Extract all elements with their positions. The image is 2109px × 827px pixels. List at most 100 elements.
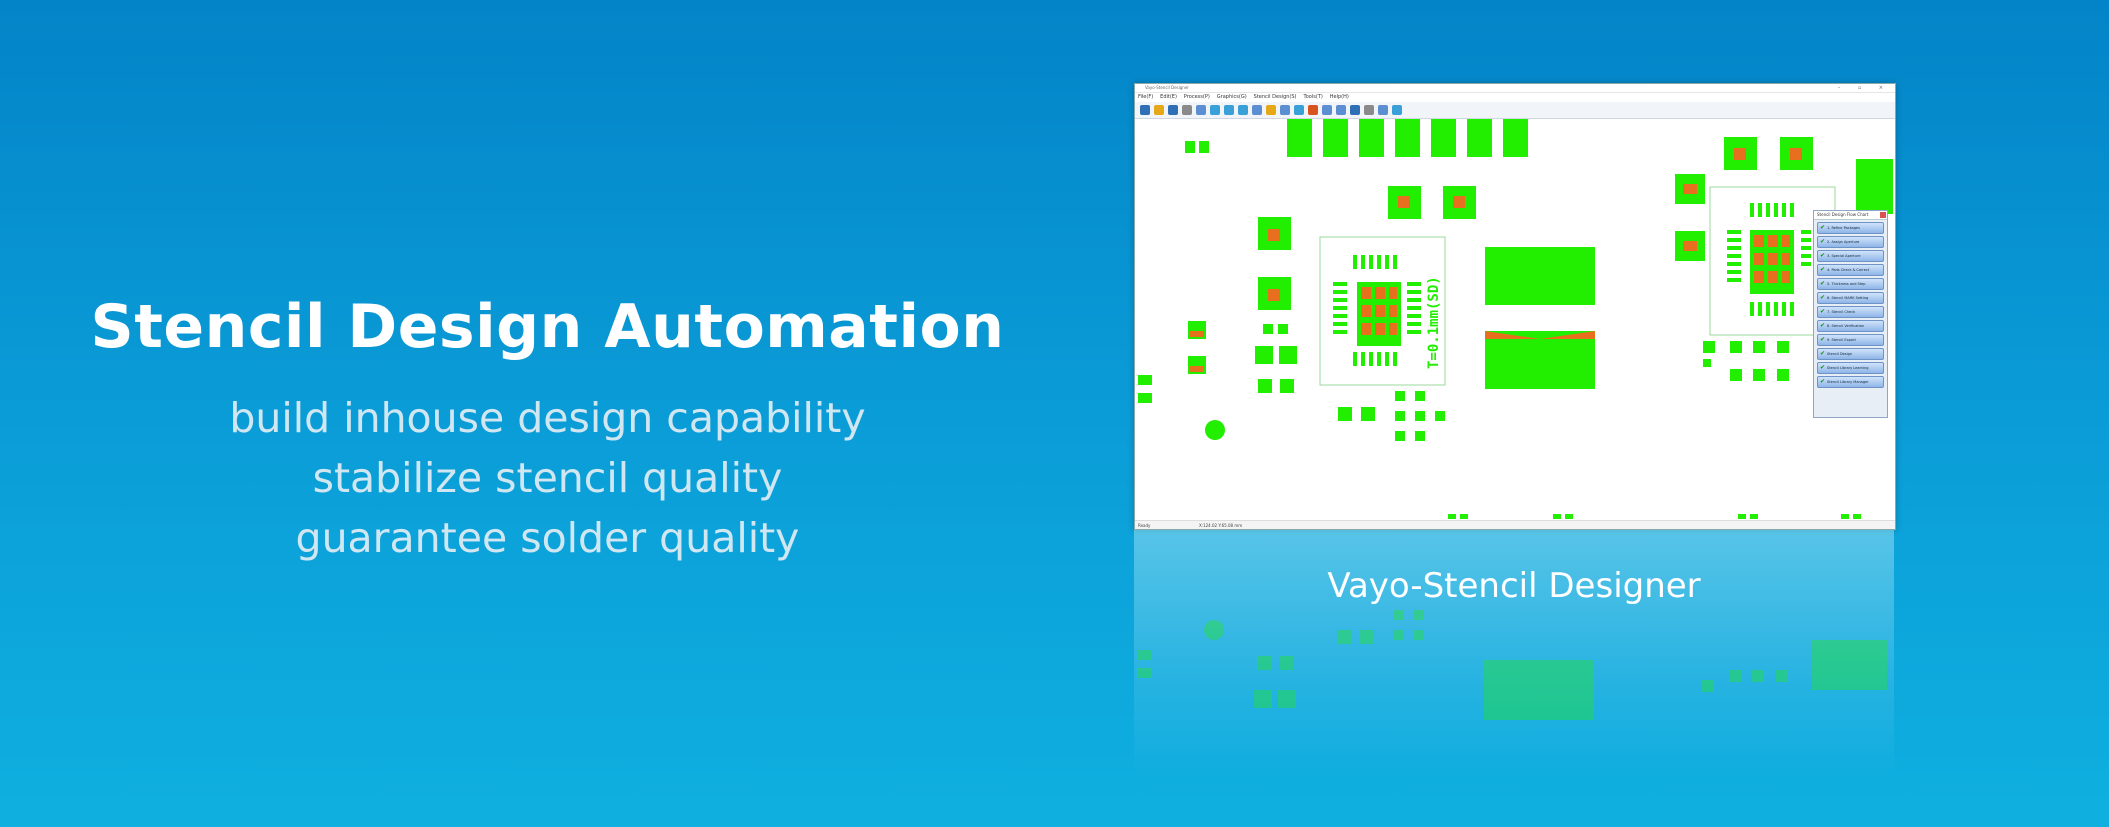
menu-stencil-design[interactable]: Stencil Design(S) <box>1253 94 1297 100</box>
pad <box>1753 369 1765 381</box>
pad <box>1263 324 1273 334</box>
ic-pad <box>1801 246 1811 250</box>
open-icon[interactable] <box>1154 105 1164 115</box>
ic-pad <box>1727 238 1741 242</box>
select-icon[interactable] <box>1294 105 1304 115</box>
check-icon: ✔ <box>1820 378 1826 385</box>
copper <box>1782 253 1790 265</box>
copper <box>1389 323 1397 335</box>
pad <box>1853 514 1861 519</box>
close-icon[interactable] <box>1880 212 1886 218</box>
rectangle-icon[interactable] <box>1350 105 1360 115</box>
pad <box>1750 514 1758 519</box>
pan-icon[interactable] <box>1252 105 1262 115</box>
menu-edit[interactable]: Edit(E) <box>1160 94 1177 100</box>
flow-step-refine-packages[interactable]: ✔1. Refine Packages <box>1817 222 1884 234</box>
flow-step-thickness[interactable]: ✔5. Thickness and Step <box>1817 278 1884 290</box>
toolbar <box>1135 102 1895 119</box>
undo-icon[interactable] <box>1364 105 1374 115</box>
pad <box>1460 514 1468 519</box>
menu-tools[interactable]: Tools(T) <box>1303 94 1323 100</box>
flow-step-export[interactable]: ✔9. Stencil Export <box>1817 334 1884 346</box>
copper <box>1768 235 1778 247</box>
product-caption: Vayo-Stencil Designer <box>1327 566 1701 606</box>
layer-icon[interactable] <box>1196 105 1206 115</box>
pad <box>1485 331 1595 339</box>
pad <box>1777 369 1789 381</box>
flow-step-stencil-design[interactable]: ✔Stencil Design <box>1817 348 1884 360</box>
pad <box>1280 379 1294 393</box>
ic-pad <box>1727 278 1741 282</box>
ic-pad <box>1727 230 1741 234</box>
copper <box>1190 331 1204 337</box>
flow-step-pads-check[interactable]: ✔4. Pads Check & Correct <box>1817 264 1884 276</box>
crosshair-icon[interactable] <box>1392 105 1402 115</box>
pad <box>1415 411 1425 421</box>
pcb-canvas[interactable]: T=0.1mm(SD) <box>1135 119 1895 519</box>
ic-pad <box>1333 282 1347 286</box>
check-icon: ✔ <box>1820 308 1826 315</box>
pad <box>1395 431 1405 441</box>
flow-step-mark-setting[interactable]: ✔6. Stencil MARK Setting <box>1817 292 1884 304</box>
ic-pad <box>1790 302 1794 316</box>
window-controls[interactable]: – ▫ × <box>1837 85 1891 91</box>
ic-pad <box>1407 282 1421 286</box>
check-icon: ✔ <box>1820 336 1826 343</box>
pad <box>1703 341 1715 353</box>
export-icon[interactable] <box>1378 105 1388 115</box>
copper <box>1782 235 1790 247</box>
zoom-out-icon[interactable] <box>1224 105 1234 115</box>
ic-pad <box>1790 203 1794 217</box>
flow-step-assign-aperture[interactable]: ✔2. Assign Aperture <box>1817 236 1884 248</box>
pencil-icon[interactable] <box>1308 105 1318 115</box>
flow-step-special-aperture[interactable]: ✔3. Special Aperture <box>1817 250 1884 262</box>
menu-graphics[interactable]: Graphics(G) <box>1216 94 1247 100</box>
ic-pad <box>1801 230 1811 234</box>
copper <box>1375 323 1385 335</box>
ic-pad <box>1333 322 1347 326</box>
ic-pad <box>1766 302 1770 316</box>
zoom-fit-icon[interactable] <box>1238 105 1248 115</box>
title-bar: Vayo-Stencil Designer – ▫ × <box>1135 84 1895 93</box>
pad <box>1279 346 1297 364</box>
menu-help[interactable]: Help(H) <box>1329 94 1349 100</box>
ic-pad <box>1801 262 1811 266</box>
save-icon[interactable] <box>1168 105 1178 115</box>
menu-file[interactable]: File(F) <box>1138 94 1154 100</box>
ic-pad <box>1407 290 1421 294</box>
flow-step-library-manager[interactable]: ✔Stencil Library Manager <box>1817 376 1884 388</box>
ic-pad <box>1393 255 1397 269</box>
pad <box>1448 514 1456 519</box>
measure-icon[interactable] <box>1280 105 1290 115</box>
pad <box>1730 369 1742 381</box>
tagline-2: stabilize stencil quality <box>312 454 783 502</box>
hero-title: Stencil Design Automation <box>90 292 1005 362</box>
check-icon: ✔ <box>1820 322 1826 329</box>
flow-step-verification[interactable]: ✔8. Stencil Verification <box>1817 320 1884 332</box>
ic-pad <box>1377 352 1381 366</box>
print-icon[interactable] <box>1182 105 1192 115</box>
copper <box>1268 289 1280 301</box>
arrow-up-icon[interactable] <box>1322 105 1332 115</box>
pad <box>1323 119 1348 157</box>
flow-step-stencil-check[interactable]: ✔7. Stencil Check <box>1817 306 1884 318</box>
arrow-down-icon[interactable] <box>1336 105 1346 115</box>
ic-pad <box>1333 314 1347 318</box>
check-icon: ✔ <box>1820 280 1826 287</box>
window-reflection <box>1134 530 1894 775</box>
pad <box>1361 407 1375 421</box>
menu-process[interactable]: Process(P) <box>1183 94 1210 100</box>
pad <box>1199 141 1209 153</box>
new-icon[interactable] <box>1140 105 1150 115</box>
zoom-in-icon[interactable] <box>1210 105 1220 115</box>
pad-icon[interactable] <box>1266 105 1276 115</box>
pad <box>1138 393 1152 403</box>
copper <box>1453 196 1465 208</box>
flow-step-library-learning[interactable]: ✔Stencil Library Learning <box>1817 362 1884 374</box>
copper <box>1361 305 1371 317</box>
stencil-design-flow-chart-panel: Stencil Design Flow Chart ✔1. Refine Pac… <box>1813 210 1888 418</box>
copper <box>1683 241 1697 251</box>
ic-pad <box>1750 302 1754 316</box>
footprint-outline <box>1319 236 1446 386</box>
menu-bar: File(F) Edit(E) Process(P) Graphics(G) S… <box>1135 93 1895 102</box>
